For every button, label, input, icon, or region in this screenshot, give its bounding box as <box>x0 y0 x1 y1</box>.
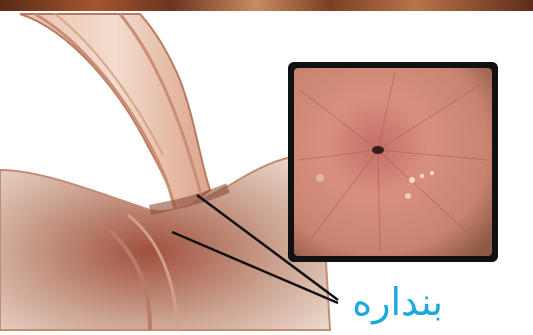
sphincter-opening <box>372 146 384 154</box>
sphincter-label: بنداره <box>352 283 443 321</box>
endoscopic-view <box>288 62 498 262</box>
stomach-wall <box>0 156 330 330</box>
